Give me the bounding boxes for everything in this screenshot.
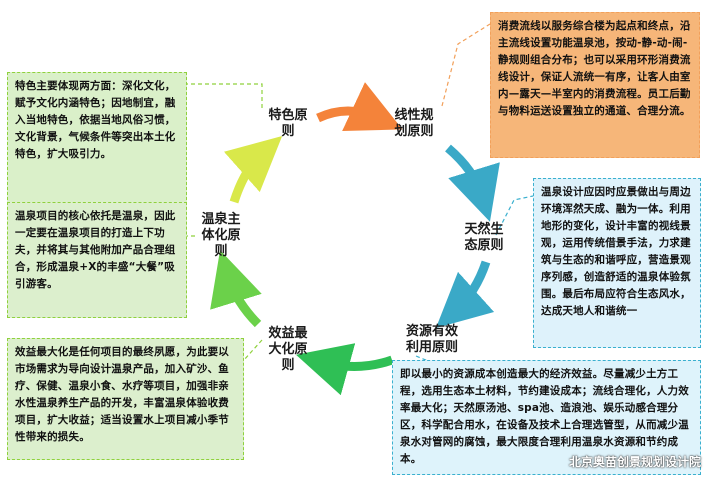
hotspring-description-text: 温泉项目的核心依托是温泉，因此一定要在温泉项目的打造上下功夫，并将其与其他附加产… (15, 210, 176, 290)
arrow-benefit-to-hotspring (210, 250, 262, 328)
resource-description-text: 即以最小的资源成本创造最大的经济效益。尽量减少土方工程，选用生态本土材料，节约建… (400, 368, 689, 465)
feature-description-box: 特色主要体现两方面：深化文化，赋予文化内涵特色；因地制宜，融入当地特色，依据当地… (7, 72, 187, 205)
arrow-hotspring-to-feature (223, 136, 283, 204)
hotspring-description-box: 温泉项目的核心依托是温泉，因此一定要在温泉项目的打造上下功夫，并将其与其他附加产… (7, 202, 187, 318)
nature-description-text: 温泉设计应因时应景做出与周边环境浑然天成、融为一体。利用地形的变化，设计丰富的视… (541, 186, 691, 317)
benefit-description-text: 效益最大化是任何项目的最终夙愿，为此要以市场需求为导向设计温泉产品，加入矿沙、鱼… (15, 346, 229, 443)
node-resource-principle: 资源有效 利用原则 (405, 324, 458, 355)
leader-line-nature (495, 195, 534, 236)
watermark: 北京奥苗创景规划设计院 (568, 455, 701, 469)
node-benefit-principle: 效益最 大化原 则 (268, 326, 308, 373)
leader-line-feature (187, 83, 263, 108)
leader-line-streamline (441, 23, 491, 107)
node-nature-principle: 天然生 态原则 (464, 222, 504, 253)
resource-description-box: 即以最小的资源成本创造最大的经济效益。尽量减少土方工程，选用生态本土材料，节约建… (392, 360, 701, 475)
node-streamline-principle: 线性规 划原则 (394, 108, 434, 139)
arrow-nature-to-resource (435, 260, 495, 329)
node-hotspring-principle: 温泉主 体化原 则 (201, 212, 241, 259)
streamline-description-box: 消费流线以服务综合楼为起点和终点，沿主流线设置功能温泉池，按动-静-动-闹-静规… (490, 12, 700, 158)
leader-line-benefit (243, 339, 263, 361)
streamline-description-text: 消费流线以服务综合楼为起点和终点，沿主流线设置功能温泉池，按动-静-动-闹-静规… (498, 20, 691, 117)
arrow-feature-to-streamline (316, 82, 403, 132)
node-feature-principle: 特色原 则 (268, 108, 308, 139)
feature-description-text: 特色主要体现两方面：深化文化，赋予文化内涵特色；因地制宜，融入当地特色，依据当地… (15, 80, 176, 160)
arrow-resource-to-benefit (295, 343, 394, 396)
arrow-streamline-to-nature (445, 144, 500, 222)
nature-description-box: 温泉设计应因时应景做出与周边环境浑然天成、融为一体。利用地形的变化，设计丰富的视… (533, 178, 701, 348)
benefit-description-box: 效益最大化是任何项目的最终夙愿，为此要以市场需求为导向设计温泉产品，加入矿沙、鱼… (7, 338, 244, 460)
